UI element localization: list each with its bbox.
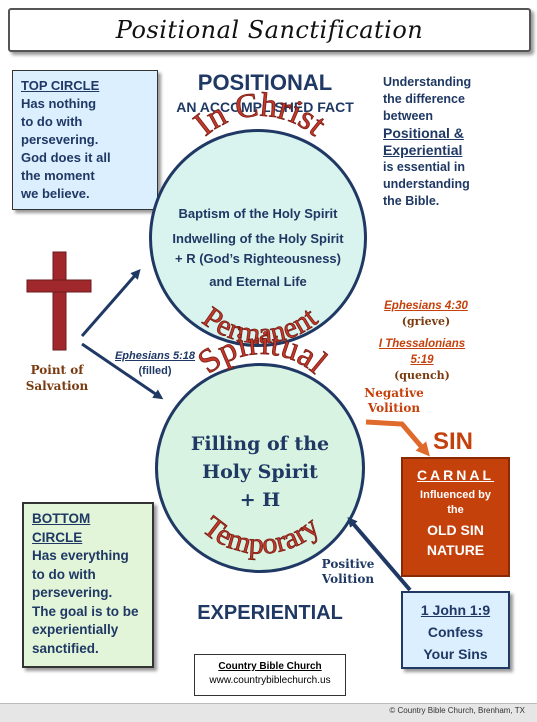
top-circle-note-line: Has nothing xyxy=(21,96,97,111)
point-of-salvation-line: Point of xyxy=(30,363,84,377)
top-circle-note-line: the moment xyxy=(21,168,95,183)
difference-note-emphasis: Positional & xyxy=(383,125,464,141)
bottom-circle-note-line: Has everything xyxy=(32,548,129,563)
carnal-line: Influenced by xyxy=(420,489,491,501)
negative-volition-arrow xyxy=(365,419,430,457)
bottom-circle-note-line: to do with xyxy=(32,566,96,582)
negative-volition-label: Negative Volition xyxy=(363,386,425,416)
page-title: Positional Sanctification xyxy=(115,16,424,44)
in-christ-line: + R (God’s Righteousness) xyxy=(174,251,341,266)
ephesians-430-note: (grieve) xyxy=(401,315,451,328)
positional-subheading: AN ACCOMPLISHED FACT xyxy=(176,99,354,115)
difference-note: Understanding the difference between Pos… xyxy=(383,74,503,210)
footer-bar xyxy=(0,703,537,722)
top-circle-note: TOP CIRCLE Has nothing to do with persev… xyxy=(12,70,158,210)
title-bar: Positional Sanctification xyxy=(8,8,531,52)
church-name: Country Bible Church xyxy=(218,661,322,672)
confess-line: Confess xyxy=(427,624,484,640)
arrow-to-in-christ xyxy=(80,268,141,337)
difference-note-line: understanding xyxy=(383,177,470,191)
bottom-circle-note-line: experientially xyxy=(32,622,119,637)
spiritual-line: Holy Spirit xyxy=(202,461,318,483)
ephesians-430-ref: Ephesians 4:30 xyxy=(384,300,468,312)
difference-note-line: the Bible. xyxy=(383,194,440,208)
difference-note-line: Understanding xyxy=(383,75,472,89)
difference-note-line: between xyxy=(383,109,434,123)
bottom-circle-note-line: The goal is to be xyxy=(32,603,139,619)
in-christ-arc-text: In Christ xyxy=(187,87,333,144)
carnal-line: NATURE xyxy=(426,542,485,558)
spiritual-circle xyxy=(155,363,365,573)
in-christ-line: Baptism of the Holy Spirit xyxy=(178,206,338,221)
thessalonians-519-note: (quench) xyxy=(394,369,450,382)
bottom-circle-note-heading: CIRCLE xyxy=(32,529,83,545)
positive-volition-label: Positive Volition xyxy=(320,557,376,587)
confess-line: Your Sins xyxy=(423,646,488,662)
carnal-box: CARNAL Influenced by the OLD SIN NATURE xyxy=(401,457,510,577)
confess-ref: 1 John 1:9 xyxy=(420,602,491,618)
experiential-heading: EXPERIENTIAL xyxy=(197,602,343,624)
top-circle-note-line: God does it all xyxy=(21,150,111,165)
ephesians-430-label: Ephesians 4:30 (grieve) xyxy=(376,298,476,330)
bottom-circle-note: BOTTOM CIRCLE Has everything to do with … xyxy=(22,502,154,668)
negative-volition-line: Volition xyxy=(367,401,421,415)
ephesians-518-label: Ephesians 5:18 (filled) xyxy=(110,349,200,379)
point-of-salvation-line: Salvation xyxy=(25,379,89,393)
sin-label: SIN xyxy=(433,428,474,455)
bottom-circle-note-line: sanctified. xyxy=(32,640,99,656)
in-christ-line: Indwelling of the Holy Spirit xyxy=(172,231,344,246)
in-christ-circle xyxy=(149,129,367,347)
positive-volition-arrow xyxy=(347,516,412,592)
confess-box: 1 John 1:9 Confess Your Sins xyxy=(401,591,510,669)
positive-volition-line: Volition xyxy=(321,572,375,586)
in-christ-body: Baptism of the Holy Spirit Indwelling of… xyxy=(150,204,366,292)
church-url: www.countrybiblechurch.us xyxy=(209,675,331,686)
top-circle-note-line: persevering. xyxy=(21,132,99,147)
ephesians-518-ref: Ephesians 5:18 xyxy=(114,350,196,362)
spiritual-line: + H xyxy=(239,489,281,511)
thessalonians-519-label: I Thessalonians 5:19 (quench) xyxy=(367,336,477,384)
difference-note-line: the difference xyxy=(383,92,465,106)
spiritual-line: Filling of the xyxy=(190,433,330,455)
positional-heading: POSITIONAL xyxy=(197,70,333,95)
top-circle-note-heading: TOP CIRCLE xyxy=(21,78,100,93)
carnal-line: the xyxy=(447,504,464,516)
carnal-heading: CARNAL xyxy=(416,467,495,483)
negative-volition-line: Negative xyxy=(364,386,424,400)
bottom-circle-note-heading: BOTTOM xyxy=(32,511,91,526)
thessalonians-519-ref: I Thessalonians 5:19 xyxy=(378,338,466,366)
difference-note-emphasis: Experiential xyxy=(383,142,463,158)
point-of-salvation-label: Point of Salvation xyxy=(22,362,92,394)
church-box: Country Bible Church www.countrybiblechu… xyxy=(194,654,346,696)
ephesians-518-note: (filled) xyxy=(138,365,172,377)
cross-icon xyxy=(26,251,92,351)
in-christ-line: and Eternal Life xyxy=(209,274,307,289)
carnal-line: OLD SIN xyxy=(427,522,484,538)
temporary-arc-text: Temporary xyxy=(197,510,325,561)
arrow-to-spiritual xyxy=(81,342,164,400)
bottom-circle-note-line: persevering. xyxy=(32,585,113,600)
positive-volition-line: Positive xyxy=(321,557,375,571)
top-circle-note-line: we believe. xyxy=(21,186,90,201)
copyright-text: © Country Bible Church, Brenham, TX xyxy=(389,706,525,715)
difference-note-line: is essential in xyxy=(383,160,465,174)
top-circle-note-line: to do with xyxy=(21,114,83,129)
spiritual-body: Filling of the Holy Spirit + H xyxy=(160,430,360,514)
